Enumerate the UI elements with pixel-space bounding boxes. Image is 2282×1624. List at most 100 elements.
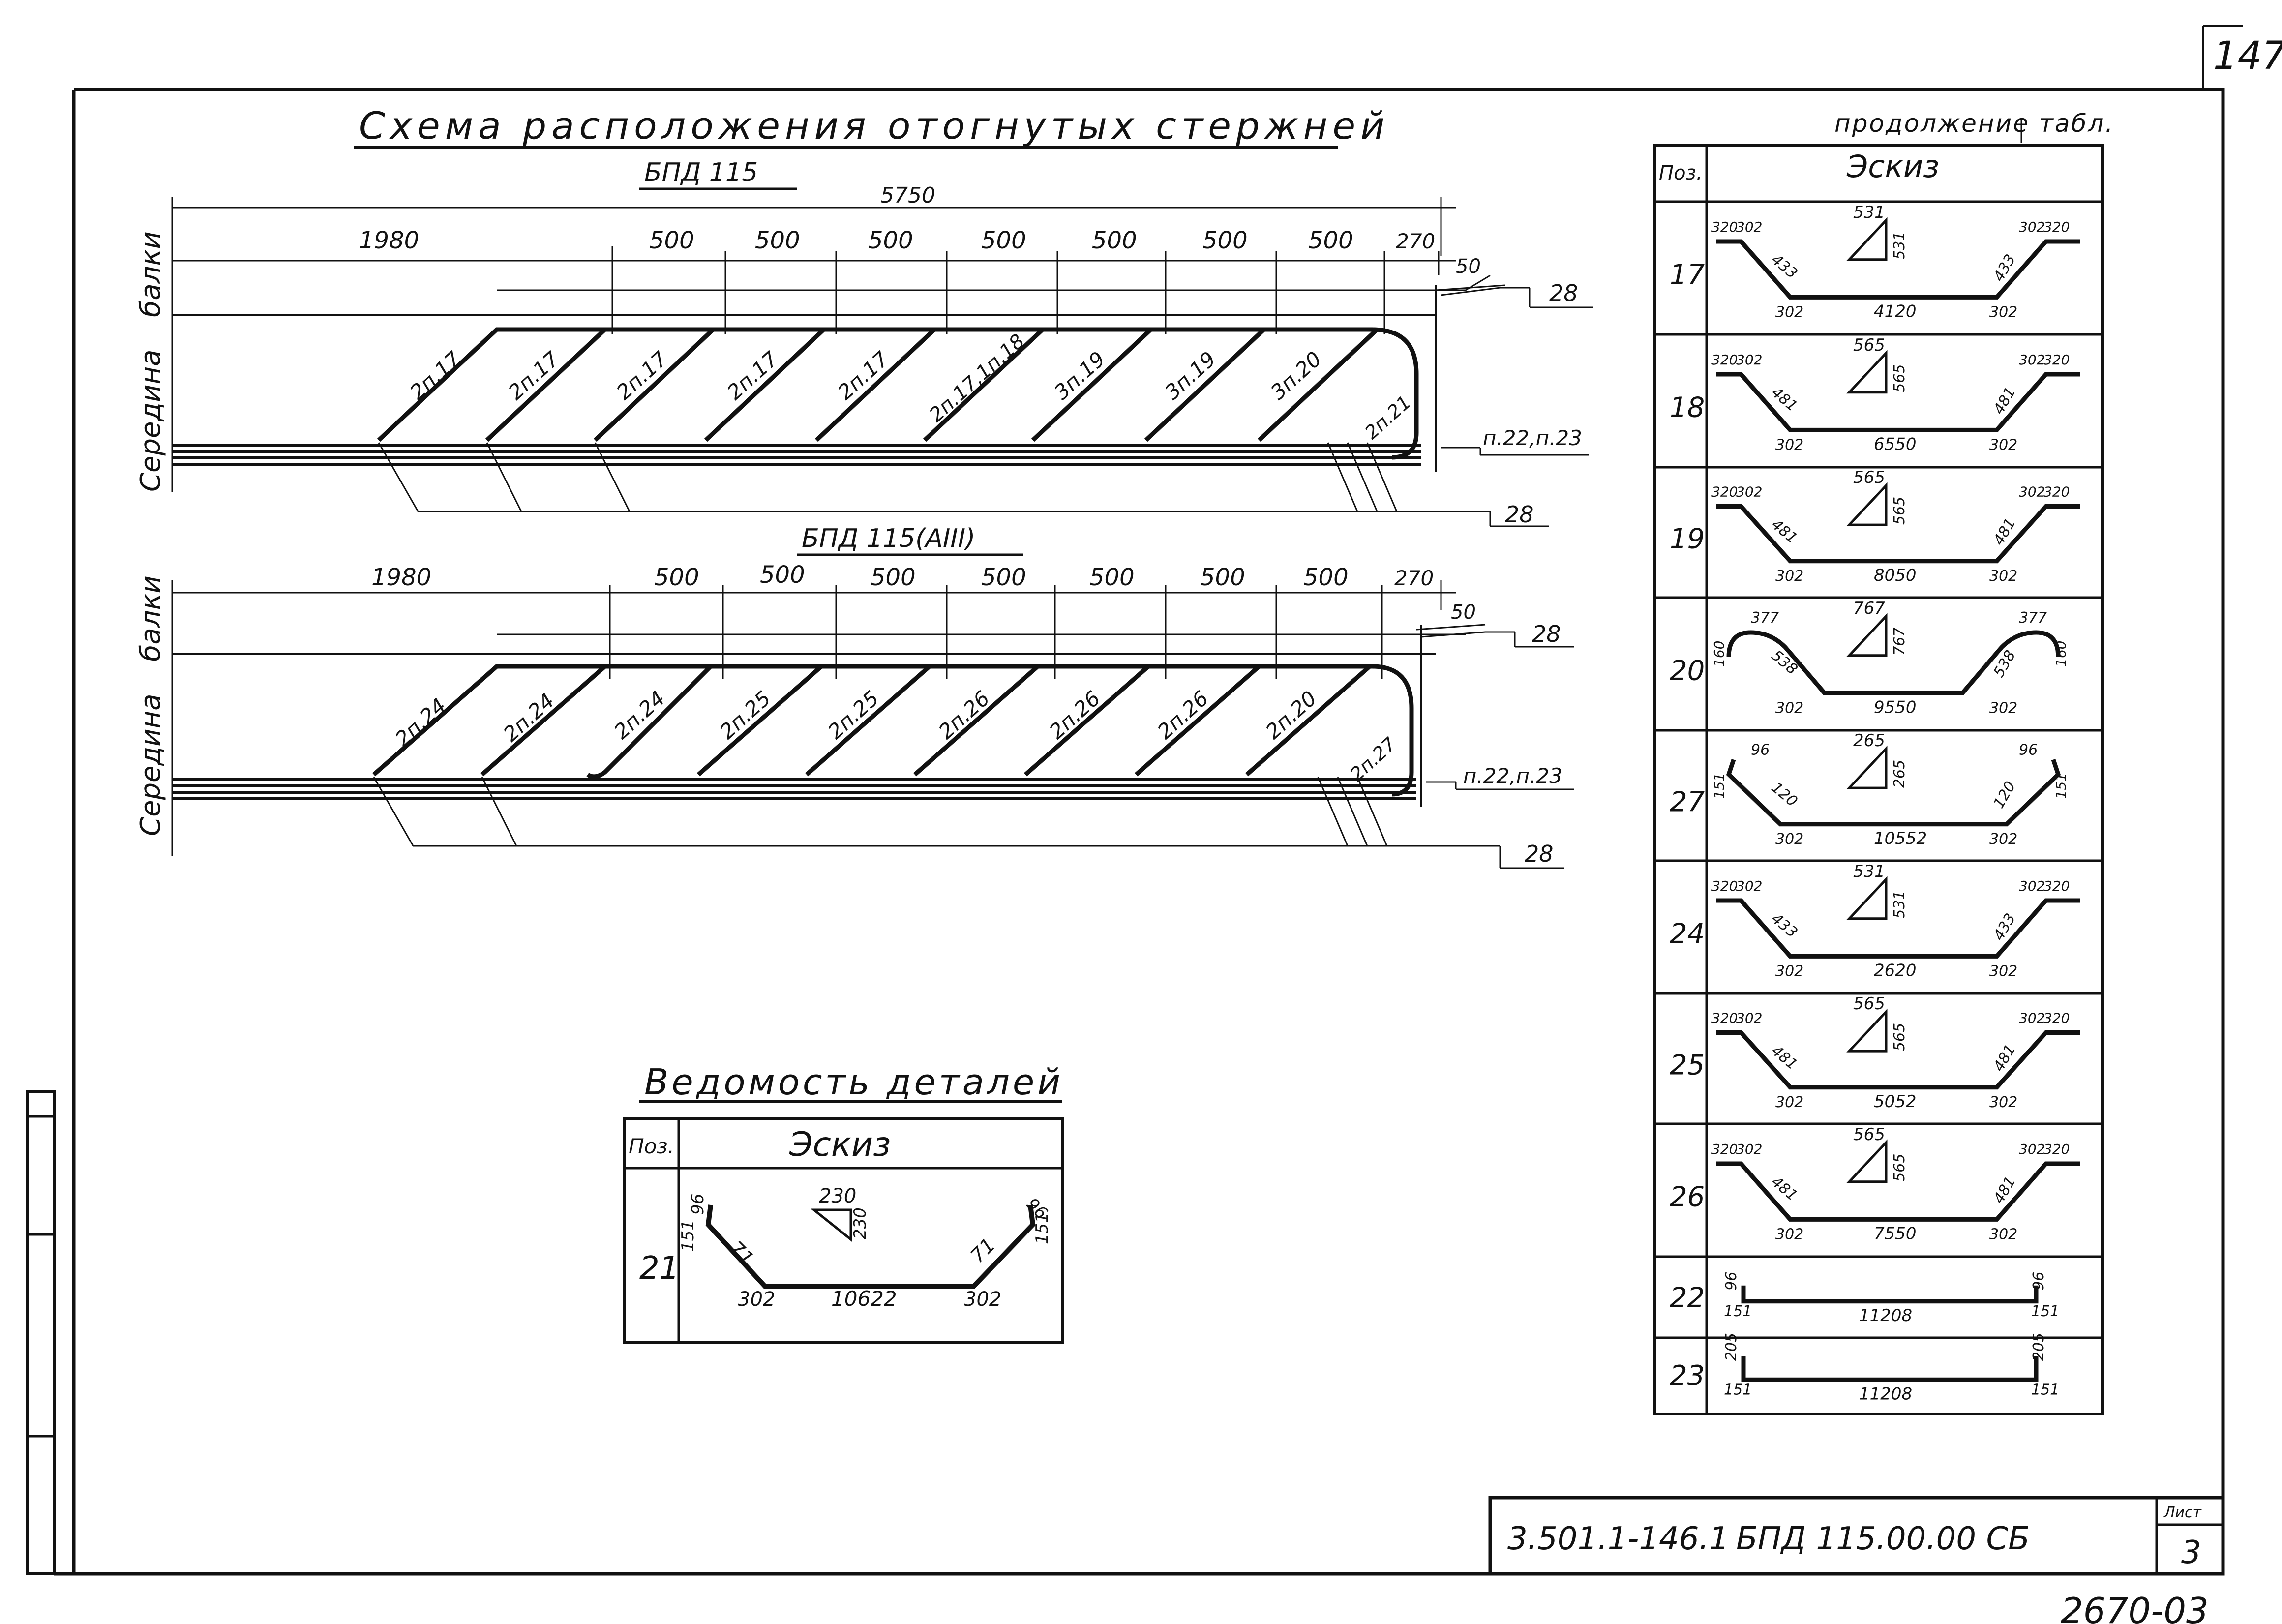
details-row-pos: 21 xyxy=(639,1250,679,1287)
bar-end-left: 320 xyxy=(1712,352,1738,368)
bar-horizontal-right: 302 xyxy=(2019,1141,2045,1157)
triangle-vertical: 265 xyxy=(1891,760,1908,788)
beam2-side-label-right: балки xyxy=(135,575,167,662)
bar-end-left: 320 xyxy=(1712,484,1738,500)
bar-length: 11208 xyxy=(1859,1384,1912,1404)
row-pos: 23 xyxy=(1670,1360,1705,1392)
bar-length: 2620 xyxy=(1874,961,1917,980)
bar-21-triangle xyxy=(810,1208,852,1242)
details-side2: 151 xyxy=(1032,1212,1052,1244)
beam1-dim-8: 270 xyxy=(1396,229,1435,253)
triangle-vertical: 565 xyxy=(1891,1023,1908,1051)
bar-bend-right: 302 xyxy=(1989,962,2017,980)
beam1-lead-bottom: 28 xyxy=(1505,501,1534,528)
bar-shape xyxy=(1726,759,2061,827)
bar-bend-left: 302 xyxy=(1775,436,1803,453)
bar-horizontal-left: 302 xyxy=(1736,1141,1762,1157)
beam1-bar-5: 2п.17,1п.18 xyxy=(925,330,1029,427)
bar-bend-right: 302 xyxy=(1989,303,2017,321)
continuation-title: продолжение табл. xyxy=(1834,109,2114,138)
details-tri-h: 230 xyxy=(819,1185,856,1207)
beam1-side-label-right: балки xyxy=(135,231,167,317)
bar-bend-right: 302 xyxy=(1989,1094,2017,1111)
bar-length: 11208 xyxy=(1859,1306,1912,1325)
triangle-horizontal: 565 xyxy=(1853,335,1885,355)
bar-side-left: 151 xyxy=(1724,1303,1752,1320)
bar-horizontal-left: 302 xyxy=(1736,219,1762,235)
bar-bend-right: 302 xyxy=(1989,436,2017,453)
bar-horizontal-left: 302 xyxy=(1736,352,1762,368)
beam1-label: БПД 115 xyxy=(644,158,758,187)
beam2-offset-dim: 50 xyxy=(1451,601,1476,624)
bar-hook-left: 96 xyxy=(1751,742,1770,759)
row-pos: 24 xyxy=(1670,918,1705,950)
bar-diagonal-left: 120 xyxy=(1768,779,1801,811)
beam2-dim-4: 500 xyxy=(981,564,1026,591)
beam1-offset-dim: 50 xyxy=(1456,255,1481,278)
beam2-lead-top: 28 xyxy=(1532,621,1561,647)
beam2-dim-7: 500 xyxy=(1303,564,1349,591)
beam2-bar-0: 2п.24 xyxy=(390,693,451,751)
continuation-header-sketch: Эскиз xyxy=(1846,149,1939,184)
beam2-dim-2: 500 xyxy=(760,561,805,589)
bar-triangle xyxy=(1846,876,1888,920)
beam1-bar-9: 2п.21 xyxy=(1361,391,1415,444)
triangle-horizontal: 767 xyxy=(1853,599,1885,618)
beam2-dim-1: 500 xyxy=(654,564,699,591)
details-diag1: 71 xyxy=(724,1237,758,1271)
bar-end-left: 160 xyxy=(1711,641,1727,667)
bar-length: 8050 xyxy=(1874,566,1917,585)
title-doc: БПД 115.00.00 СБ xyxy=(1736,1521,2030,1557)
row-pos: 19 xyxy=(1670,523,1705,555)
beam2-dim-3: 500 xyxy=(871,564,916,591)
bar-hook-left: 96 xyxy=(1723,1272,1740,1291)
beam2-bar-9: 2п.27 xyxy=(1346,733,1401,785)
beam1-dim-7: 500 xyxy=(1308,227,1353,254)
row-pos: 17 xyxy=(1670,259,1705,291)
triangle-vertical: 767 xyxy=(1891,628,1908,656)
details-h1: 302 xyxy=(738,1288,775,1311)
bar-end-right: 151 xyxy=(2053,773,2069,799)
bar-shape xyxy=(1741,1285,2039,1304)
bar-triangle xyxy=(1846,613,1888,657)
bar-bend-left: 302 xyxy=(1775,1094,1803,1111)
bar-hook-right: 377 xyxy=(2019,609,2047,627)
title-sheet-no: 3 xyxy=(2181,1534,2201,1571)
continuation-table: продолжение табл. Поз. Эскиз 17531531320… xyxy=(1653,109,2114,1415)
triangle-horizontal: 531 xyxy=(1853,862,1885,881)
bar-side-right: 151 xyxy=(2031,1303,2059,1320)
beam2-lead-bottom: 28 xyxy=(1525,841,1554,867)
bar-diagonal-right: 120 xyxy=(1990,779,2019,812)
triangle-horizontal: 565 xyxy=(1853,994,1885,1014)
bar-horizontal-right: 302 xyxy=(2019,878,2045,894)
bar-length: 7550 xyxy=(1874,1224,1917,1243)
bar-end-right: 320 xyxy=(2043,484,2070,500)
title-sheet-label: Лист xyxy=(2163,1504,2202,1521)
bar-shape xyxy=(1741,1356,2039,1382)
triangle-horizontal: 565 xyxy=(1853,468,1885,487)
bar-horizontal-right: 302 xyxy=(2019,484,2045,500)
bar-end-right: 320 xyxy=(2043,1010,2070,1026)
bar-end-right: 320 xyxy=(2043,352,2070,368)
beam1-bent-bars xyxy=(377,327,1419,460)
row-pos: 18 xyxy=(1670,391,1705,423)
title-block: 3.501.1-146.1 БПД 115.00.00 СБ Лист 3 xyxy=(1488,1496,2225,1576)
bar-length: 4120 xyxy=(1874,301,1917,321)
bar-horizontal-left: 302 xyxy=(1736,878,1762,894)
bar-bend-right: 302 xyxy=(1989,1226,2017,1243)
bar-shape xyxy=(1716,239,2080,300)
scheme-title: Схема расположения отогнутых стержней xyxy=(359,104,1390,148)
row-pos: 27 xyxy=(1670,786,1705,818)
bar-triangle xyxy=(1846,745,1888,789)
bottom-code: 2670-03 xyxy=(2061,1590,2209,1624)
row-pos: 22 xyxy=(1670,1282,1705,1314)
bar-length: 10552 xyxy=(1874,829,1927,848)
sheet-number-top: 147 xyxy=(2213,34,2282,78)
beam1-dim-3: 500 xyxy=(868,227,913,254)
bar-triangle xyxy=(1846,217,1888,261)
bar-triangle xyxy=(1846,350,1888,394)
bar-end-left: 320 xyxy=(1712,1141,1738,1157)
bar-hook-right: 96 xyxy=(2019,742,2038,759)
